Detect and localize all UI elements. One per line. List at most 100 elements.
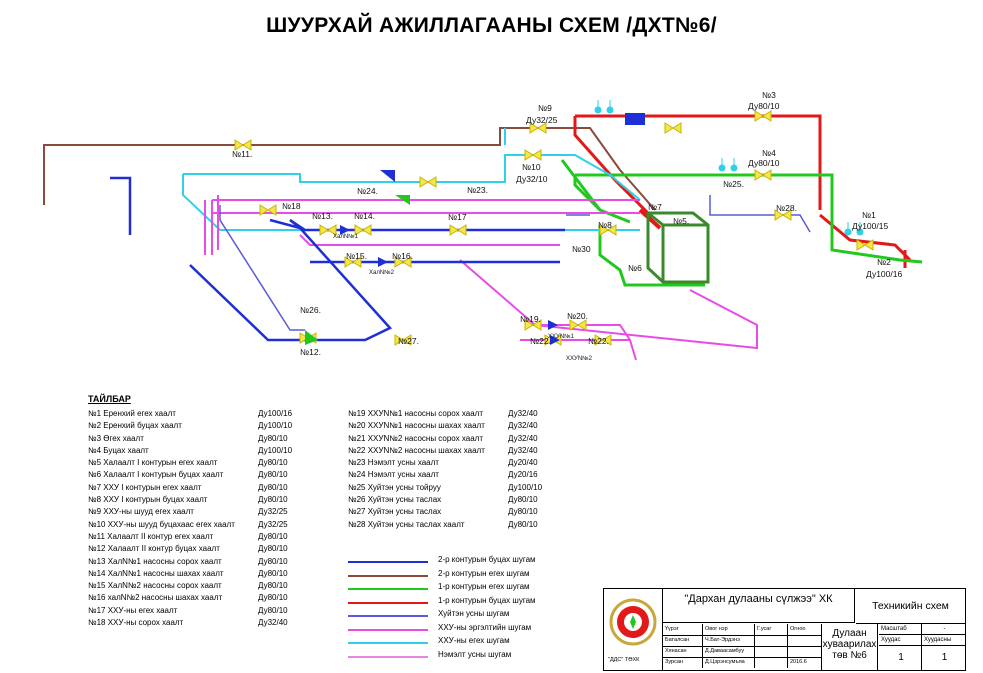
thermometer-icons — [594, 100, 864, 236]
line-key-label: 2-р контурын егех шугам — [438, 568, 530, 578]
row-role: Зурсан — [663, 657, 703, 668]
line-key-label: Нэмэлт усны шугам — [438, 649, 512, 659]
label-n10: №10 — [522, 162, 541, 172]
legend-item-diameter: Ду20/40 — [508, 458, 538, 468]
label-n2: №2 — [877, 257, 891, 267]
row-role: Баталсан — [663, 635, 703, 646]
label-n5: №5. — [673, 216, 689, 226]
label-haln2: ХалN№2 — [369, 269, 395, 276]
legend-item-diameter: Ду80/10 — [258, 531, 288, 541]
label-n10-dn: Ду32/10 — [516, 174, 548, 184]
blue-return-line — [110, 176, 565, 342]
header-signature: Г.усаг — [755, 624, 788, 635]
label-n22b: №22. — [588, 336, 609, 346]
legend-item-diameter: Ду32/25 — [258, 519, 288, 529]
legend-item-diameter: Ду100/10 — [258, 421, 293, 431]
page-title: ШУУРХАЙ АЖИЛЛАГААНЫ СХЕМ /ДХТ№6/ — [266, 14, 717, 37]
line-swatch — [348, 588, 428, 590]
sheet-value: 1 — [879, 646, 922, 670]
label-n14: №14. — [354, 211, 375, 221]
document-type: Техникийн схем — [856, 589, 965, 624]
legend-item-diameter: Ду100/16 — [258, 409, 293, 418]
sheet-info: Масштаб - Хуудас Хуудасны 1 1 — [879, 624, 965, 670]
label-n12: №12. — [300, 347, 321, 357]
legend-item: №2 Еренхий буцах хаалт Ду100/10 — [88, 420, 292, 432]
label-n26: №26. — [300, 305, 321, 315]
header-name: Овог нэр — [703, 624, 755, 635]
scale-value: - — [922, 624, 965, 635]
signature-grid: Үүрэг Овог нэр Г.усаг Огноо Баталсан Ч.Б… — [663, 624, 822, 670]
row-signature — [755, 646, 788, 657]
legend-item: №28 Хуйтэн усны таслах хаалт Ду80/10 — [348, 519, 542, 531]
legend-item-diameter: Ду80/10 — [258, 581, 288, 591]
row-signature — [755, 635, 788, 646]
legend-item-diameter: Ду32/40 — [508, 409, 538, 418]
legend-item-diameter: Ду100/10 — [258, 445, 293, 455]
legend-item-name: №10 ХХУ-ны шууд буцахаас егех хаалт — [88, 519, 235, 529]
legend-item-name: №12 Халаалт II контур буцах хаалт — [88, 544, 220, 554]
legend-item-name: №23 Нэмэлт усны хаалт — [348, 458, 439, 468]
line-swatch — [348, 601, 428, 604]
legend-item-name: №21 ХХУN№2 насосны сорох хаалт — [348, 433, 483, 443]
legend-item-name: №28 Хуйтэн усны таслах хаалт — [348, 519, 465, 529]
label-haln1: ХалN№1 — [333, 233, 359, 240]
sheet-label: Хуудас — [879, 635, 922, 646]
line-key-label: ХХУ-ны эргэлтийн шугам — [438, 622, 532, 632]
legend-item-name: №4 Буцах хаалт — [88, 445, 149, 455]
label-n1: №1 — [862, 210, 876, 220]
legend-item-diameter: Ду80/10 — [258, 433, 288, 443]
line-key-label: ХХУ-ны егех шугам — [438, 636, 510, 645]
label-n27: №27. — [398, 336, 419, 346]
valve-symbols — [234, 110, 874, 346]
legend-item-diameter: Ду80/10 — [508, 507, 538, 517]
legend-item-name: №9 ХХУ-ны шууд егех хаалт — [88, 507, 194, 517]
logo-emblem — [609, 598, 657, 646]
legend-item-name: №27 Хуйтэн усны таслах — [348, 507, 442, 517]
label-n18: №18 — [282, 201, 301, 211]
legend-item: №27 Хуйтэн усны таслах Ду80/10 — [348, 506, 542, 518]
label-n24: №24. — [357, 186, 378, 196]
legend-item-diameter: Ду80/10 — [258, 568, 288, 578]
legend-item-name: №25 Хуйтэн усны тойруу — [348, 482, 441, 492]
legend-item: №6 Халаалт I контурын буцах хаалт Ду80/10 — [88, 469, 292, 481]
legend-item-diameter: Ду80/10 — [508, 495, 538, 505]
label-n15: №15. — [346, 251, 367, 261]
legend-item-diameter: Ду80/10 — [258, 470, 288, 480]
legend-item-name: №1 Еренхий егех хаалт — [88, 409, 176, 418]
label-n20: №20. — [567, 311, 588, 321]
legend-column-a: №1 Еренхий егех хаалт Ду100/16 №2 Еренхий … — [88, 408, 292, 629]
label-n3: №3 — [762, 90, 776, 100]
legend-item-name: №26 Хуйтэн усны таслах — [348, 495, 442, 505]
legend-item: №1 Еренхий егех хаалт Ду100/16 — [88, 408, 292, 420]
legend-item: №19 ХХУN№1 насосны сорох хаалт Ду32/40 — [348, 408, 542, 420]
row-role: Хянасан — [663, 646, 703, 657]
legend-item-diameter: Ду32/25 — [258, 507, 288, 517]
legend-item-diameter: Ду80/10 — [508, 519, 538, 529]
label-n2-dn: Ду100/16 — [866, 269, 902, 279]
legend-item-name: №6 Халаалт I контурын буцах хаалт — [88, 470, 224, 480]
legend-item-diameter: Ду32/40 — [508, 421, 538, 431]
line-swatch — [348, 655, 428, 658]
label-n23: №23. — [467, 185, 488, 195]
line-swatch — [348, 561, 428, 563]
label-n9-dn: Ду32/25 — [526, 115, 558, 125]
label-n13: №13. — [312, 211, 333, 221]
label-n7: №7 — [648, 202, 662, 212]
legend-item-name: №2 Еренхий буцах хаалт — [88, 421, 182, 431]
legend-item-name: №3 Өгех хаалт — [88, 433, 144, 443]
legend-item-diameter: Ду100/10 — [508, 482, 543, 492]
label-xxun2: ХХУN№2 — [566, 355, 593, 362]
row-signature — [755, 657, 788, 668]
legend-item-name: №16 халN№2 насосны шахах хаалт — [88, 593, 223, 603]
legend-item-name: №19 ХХУN№1 насосны сорох хаалт — [348, 409, 483, 418]
